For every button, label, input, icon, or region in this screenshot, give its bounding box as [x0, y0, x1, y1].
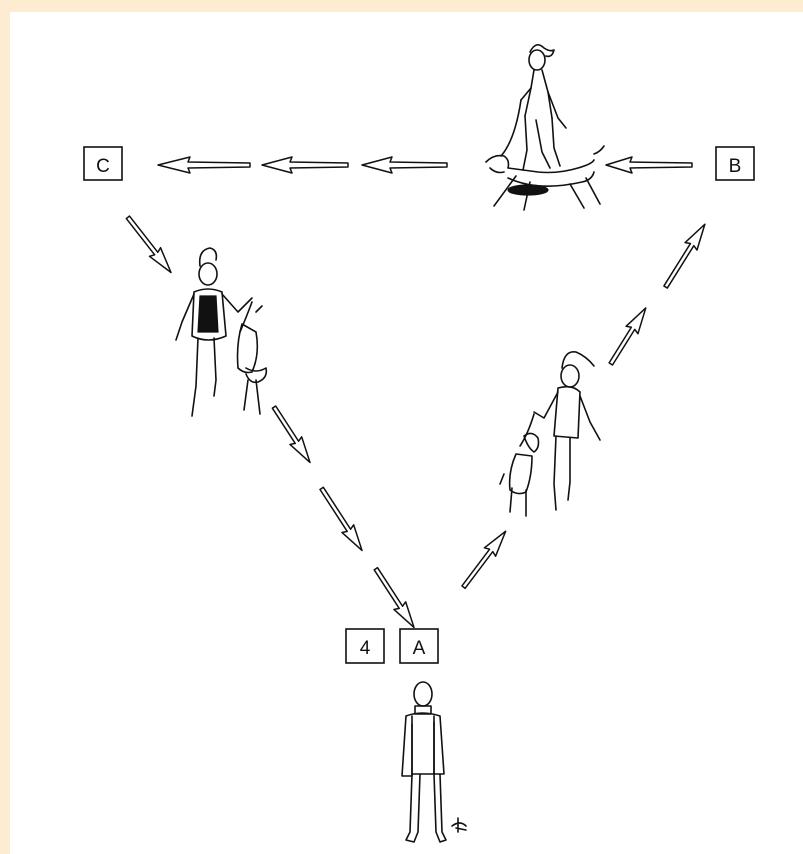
station-c: C	[84, 147, 122, 180]
direction-arrow-icon	[262, 157, 348, 173]
direction-arrow-icon	[606, 157, 692, 173]
movement-triangle-diagram: C B 4 A	[10, 12, 803, 854]
direction-arrow-icon	[605, 304, 652, 367]
station-a-label: A	[413, 638, 426, 659]
direction-arrow-icon	[458, 527, 511, 591]
arrows-b-to-c	[158, 157, 692, 173]
station-four: 4	[346, 629, 384, 663]
direction-arrow-icon	[316, 485, 368, 555]
arrows-c-to-a	[122, 213, 419, 631]
direction-arrow-icon	[660, 221, 711, 291]
direction-arrow-icon	[268, 403, 316, 466]
station-c-label: C	[96, 156, 110, 177]
diagram-canvas: C B 4 A	[10, 12, 803, 854]
station-a: A	[400, 629, 438, 663]
direction-arrow-icon	[362, 157, 447, 173]
station-b-label: B	[729, 156, 742, 177]
direction-arrow-icon	[370, 565, 420, 631]
handler-with-dog-icon	[500, 352, 600, 516]
station-b: B	[716, 147, 754, 180]
direction-arrow-icon	[122, 213, 176, 277]
handler-with-dog-icon	[176, 248, 266, 416]
handler-with-dog-icon	[486, 45, 604, 210]
judge-icon	[402, 682, 466, 842]
direction-arrow-icon	[158, 157, 250, 173]
station-four-label: 4	[360, 638, 371, 659]
